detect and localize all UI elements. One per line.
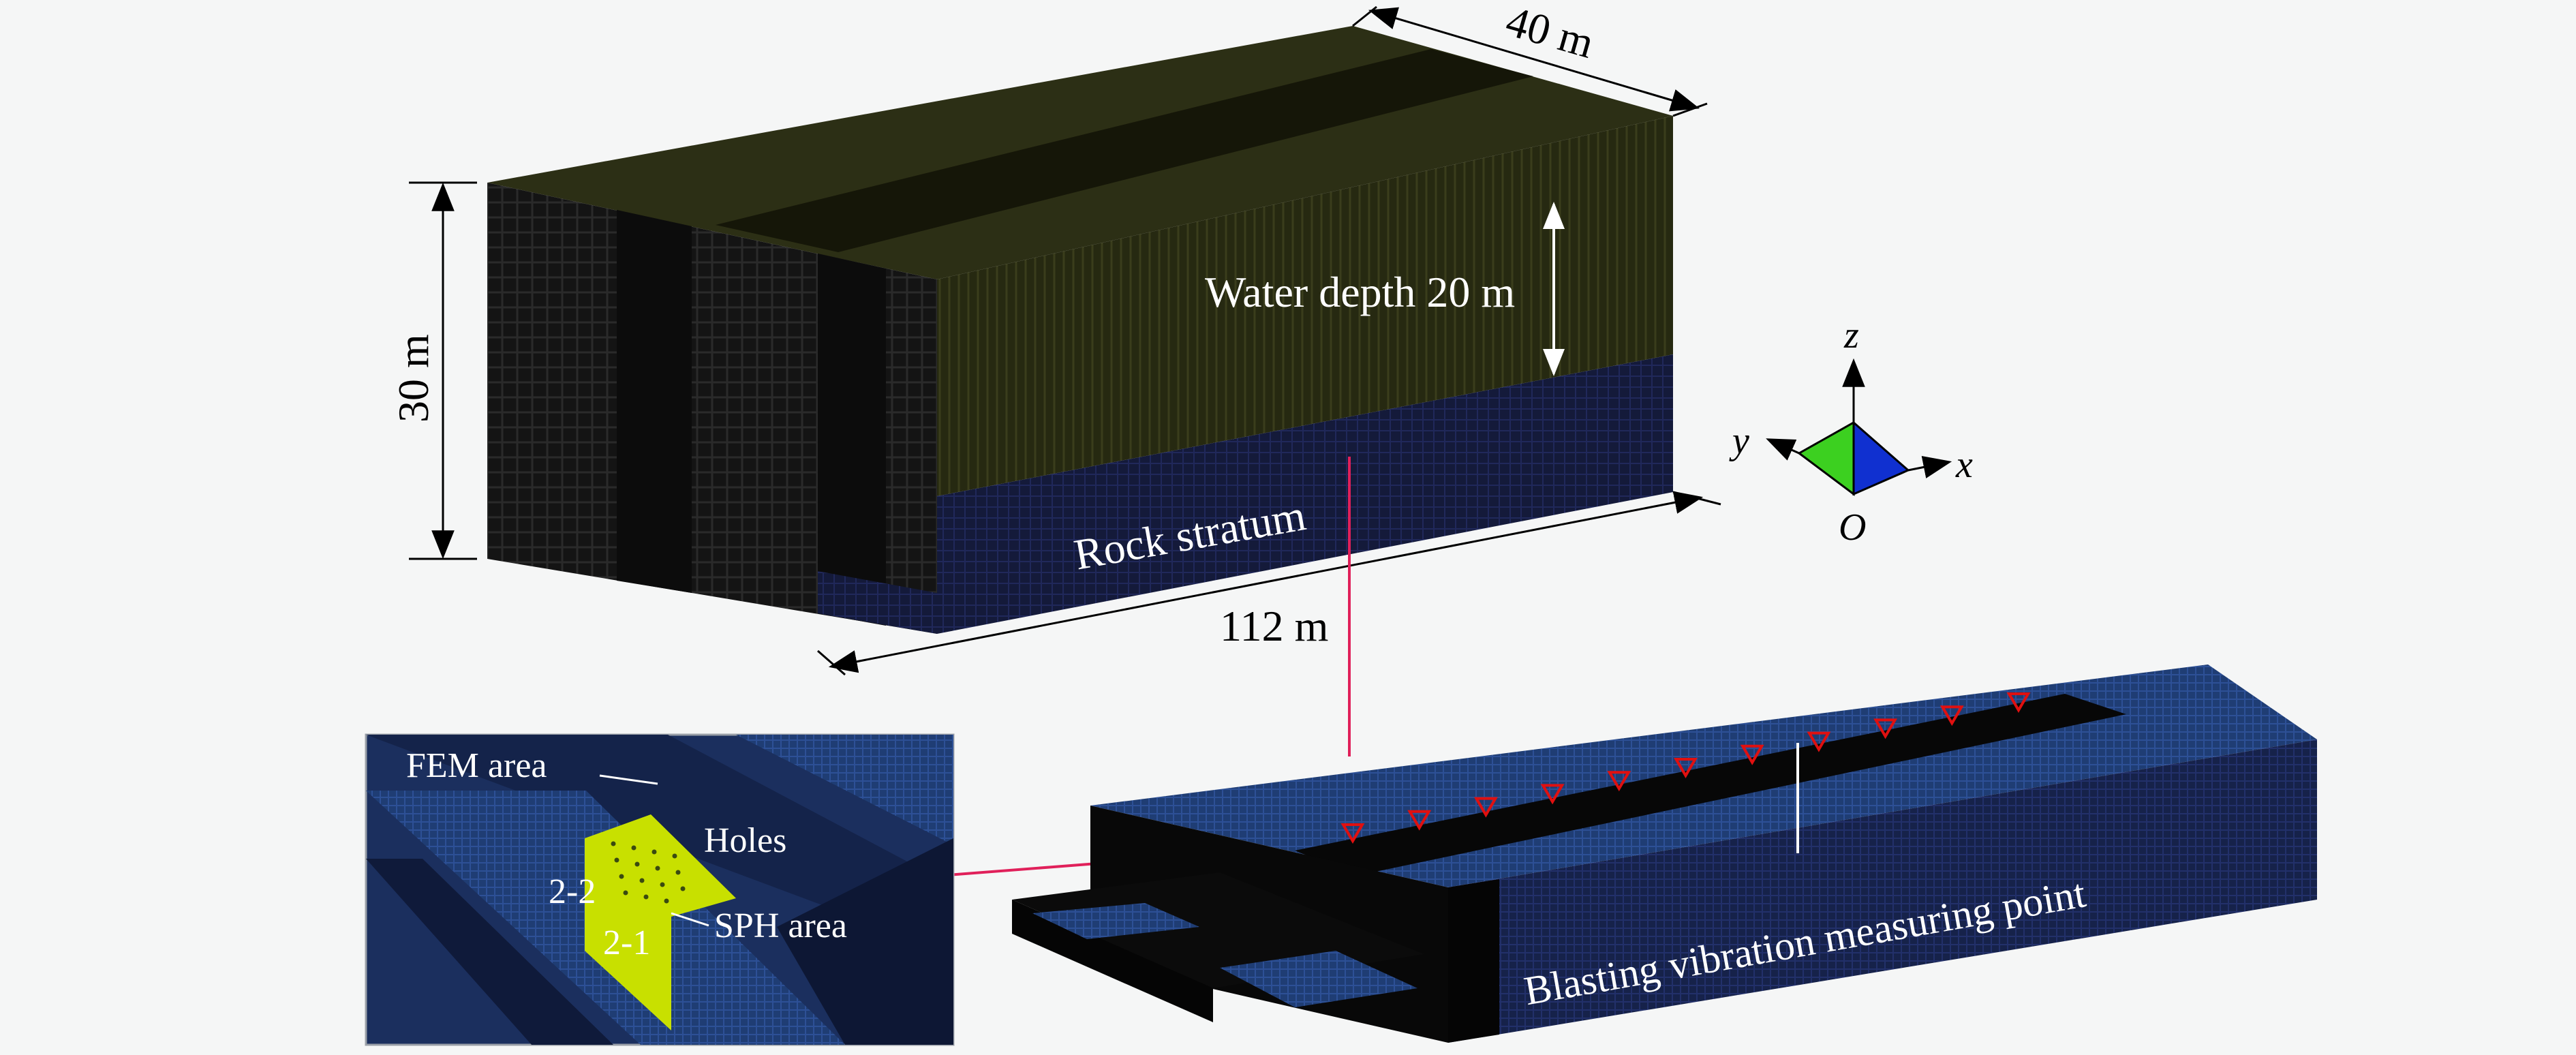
axis-y-label: y — [1729, 420, 1749, 462]
axis-x-label: x — [1955, 444, 1973, 486]
hole-dot — [614, 857, 619, 863]
measuring-markers — [1340, 692, 2031, 844]
fem-area-pointer — [599, 774, 658, 785]
triangle-down-icon — [1939, 705, 1964, 727]
inset-band-dark-2 — [366, 859, 613, 1045]
inset: FEM area Holes 2-2 2-1 SPH area — [365, 733, 955, 1046]
axis-z-label: z — [1843, 314, 1859, 356]
dim-length-label: 112 m — [1220, 602, 1328, 650]
hole-dot — [675, 870, 681, 875]
dim-width-label: 40 m — [1501, 0, 1599, 67]
inset-band-light-2 — [736, 735, 953, 845]
triangle-down-icon — [1473, 797, 1498, 818]
sph-area-pointer — [671, 912, 709, 927]
holes-label: Holes — [704, 821, 786, 860]
triangle-down-icon — [1807, 731, 1831, 752]
inset-band-dark-3 — [777, 838, 953, 1045]
hole-2-1-label: 2-1 — [603, 923, 650, 962]
water-depth-annotation: Water depth 20 m — [1205, 202, 1565, 376]
hole-2-2-label: 2-2 — [549, 872, 596, 911]
water-depth-label: Water depth 20 m — [1205, 268, 1515, 316]
axis-triad-icon: z y x O — [1729, 314, 1973, 549]
bottom-model-channel — [1295, 694, 2126, 876]
dim-height: 30 m — [389, 181, 477, 560]
hole-dot — [680, 886, 686, 891]
axis-origin-label: O — [1839, 506, 1866, 549]
sph-area-label: SPH area — [714, 906, 847, 945]
triangle-down-icon — [2006, 692, 2031, 713]
hole-dot — [634, 861, 640, 867]
hole-dot — [611, 841, 616, 846]
axis-green-face — [1797, 421, 1855, 496]
top-model-water-front-face — [937, 116, 1673, 496]
hole-dot — [643, 894, 649, 900]
sph-area-region — [585, 814, 736, 1030]
axis-blue-face — [1852, 420, 1910, 496]
hole-dot — [631, 845, 637, 851]
hole-dot — [655, 866, 660, 871]
dim-length: 112 m — [817, 491, 1721, 676]
triangle-down-icon — [1873, 718, 1898, 739]
hole-dot — [651, 849, 657, 855]
triangle-down-icon — [1340, 823, 1365, 844]
top-model-top-stripe — [716, 49, 1533, 252]
triangle-down-icon — [1674, 758, 1698, 778]
triangle-down-icon — [1540, 784, 1565, 805]
bottom-model-step-patch-1 — [1032, 903, 1199, 939]
hole-dot — [619, 874, 624, 879]
bottom-model-front-cut — [1448, 879, 1499, 1043]
hole-dot — [672, 853, 677, 859]
top-model-left-band-1 — [617, 210, 692, 593]
top-model-left-band-2 — [818, 254, 886, 626]
hole-dot — [623, 890, 628, 896]
triangle-down-icon — [1407, 810, 1432, 831]
dim-width-arrow — [1368, 7, 1700, 112]
bottom-model — [1012, 664, 2317, 1043]
hole-dot — [660, 882, 665, 887]
bottom-model-step-patch-2 — [1220, 951, 1417, 1007]
hole-dot — [664, 898, 669, 904]
triangle-down-icon — [1607, 771, 1631, 792]
dim-height-label: 30 m — [389, 334, 438, 423]
fem-area-label: FEM area — [406, 746, 547, 785]
dim-length-arrow — [828, 491, 1704, 673]
bottom-model-step-front — [1012, 900, 1213, 1022]
bottom-model-front-face — [1448, 739, 2317, 1043]
hole-dot — [639, 878, 645, 883]
triangle-down-icon — [1740, 744, 1764, 765]
holes-dots — [611, 841, 686, 904]
